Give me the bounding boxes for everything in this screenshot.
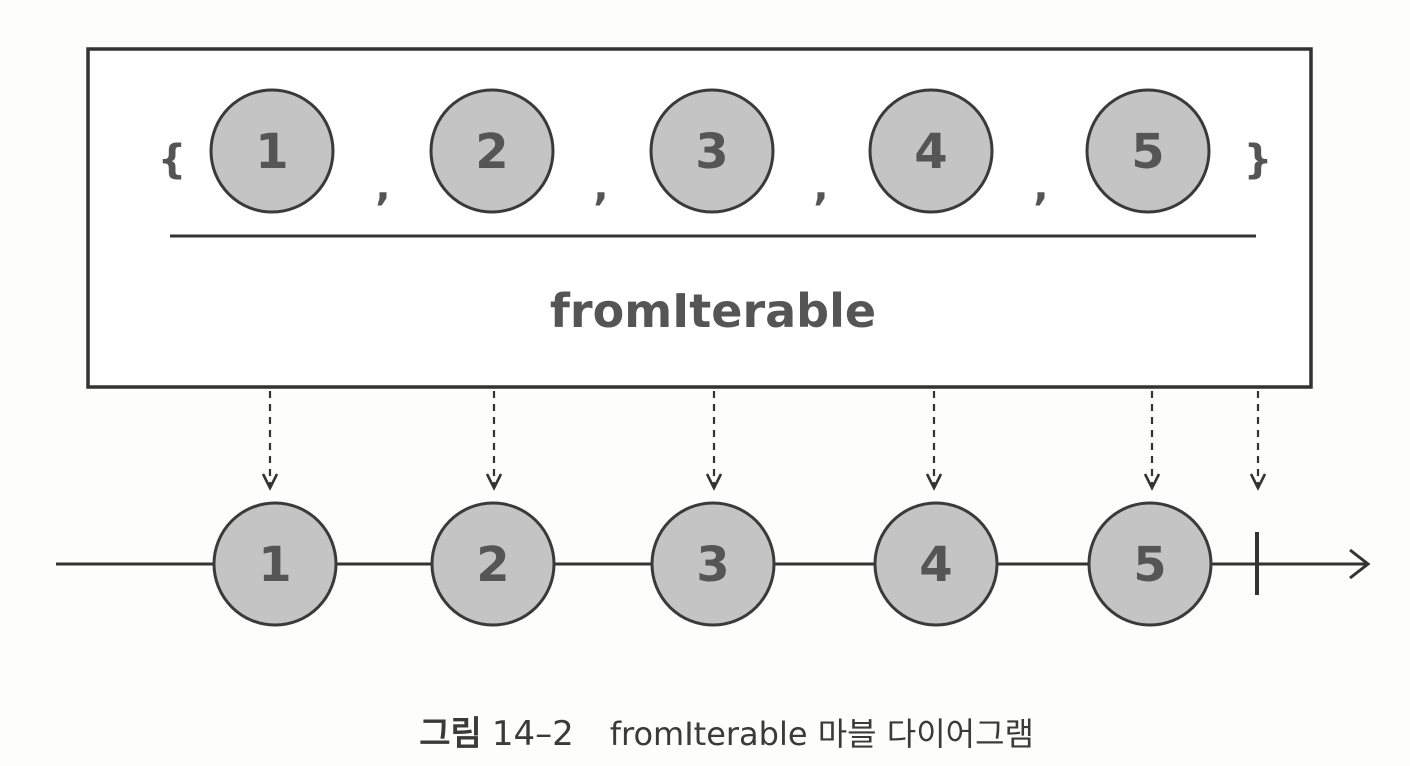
input-marble-circle — [429, 88, 555, 214]
emission-arrows — [261, 391, 1267, 491]
emission-arrow-head — [1143, 473, 1161, 491]
completion-arrow-head — [1249, 473, 1267, 491]
output-marble-label: 4 — [919, 537, 952, 593]
separator-comma: , — [1033, 164, 1048, 210]
output-marble: 2 — [430, 501, 556, 627]
input-marble: 5 — [1085, 88, 1211, 214]
output-marble-label: 3 — [696, 537, 729, 593]
timeline-arrowhead — [1349, 548, 1371, 580]
emission-arrow-head — [261, 473, 279, 491]
input-marble-circle — [868, 88, 994, 214]
output-marble-circle — [650, 501, 776, 627]
input-marble-label: 5 — [1131, 124, 1164, 180]
input-marbles: 1 2 3 4 5,,,, — [209, 88, 1211, 214]
output-marble: 1 — [212, 501, 338, 627]
output-marble-circle — [1087, 501, 1213, 627]
input-marble-label: 3 — [695, 124, 728, 180]
separator-comma: , — [593, 164, 608, 210]
caption-label: 그림 — [419, 714, 482, 754]
operator-label: fromIterable — [550, 284, 876, 338]
emission-arrow-head — [925, 473, 943, 491]
emission-arrow-head — [485, 473, 503, 491]
output-marble-label: 2 — [476, 537, 509, 593]
caption-number: 14–2 — [491, 714, 574, 754]
input-marble-circle — [1085, 88, 1211, 214]
emission-arrow-head — [705, 473, 723, 491]
separator-comma: , — [813, 164, 828, 210]
input-marble: 3 — [649, 88, 775, 214]
input-marble-circle — [209, 88, 335, 214]
marble-diagram-svg: { } 1 2 3 4 5,,,, fromIterable 1 2 3 4 5 — [56, 47, 1371, 627]
output-marble-circle — [430, 501, 556, 627]
input-marble-label: 2 — [475, 124, 508, 180]
input-marble-label: 1 — [255, 124, 288, 180]
output-marble: 5 — [1087, 501, 1213, 627]
output-marble-label: 5 — [1133, 537, 1166, 593]
caption-text: fromIterable 마블 다이어그램 — [609, 715, 1034, 753]
input-marble: 1 — [209, 88, 335, 214]
output-marble: 3 — [650, 501, 776, 627]
output-marbles: 1 2 3 4 5 — [212, 501, 1213, 627]
input-marble-circle — [649, 88, 775, 214]
output-marble-circle — [873, 501, 999, 627]
input-marble: 2 — [429, 88, 555, 214]
open-brace: { — [158, 137, 186, 183]
input-marble-label: 4 — [914, 124, 947, 180]
output-marble: 4 — [873, 501, 999, 627]
close-brace: } — [1244, 137, 1272, 183]
output-marble-circle — [212, 501, 338, 627]
input-marble: 4 — [868, 88, 994, 214]
output-marble-label: 1 — [258, 537, 291, 593]
separator-comma: , — [375, 164, 390, 210]
